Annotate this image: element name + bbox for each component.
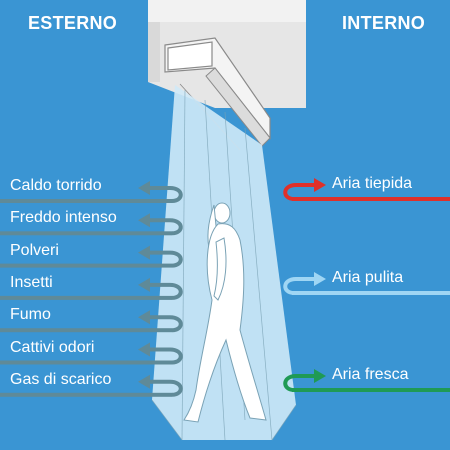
wall-edge <box>148 22 160 82</box>
blocked-arrow-6 <box>0 374 183 397</box>
retained-label-1: Aria pulita <box>332 269 404 286</box>
blocked-label-5: Cattivi odori <box>10 338 95 356</box>
blocked-label-6: Gas di scarico <box>10 370 112 388</box>
retained-arrows <box>283 178 450 392</box>
blocked-arrow-4 <box>0 310 183 333</box>
header-inside: INTERNO <box>342 13 426 33</box>
blocked-arrow-0 <box>0 181 183 203</box>
blocked-label-2: Polveri <box>10 241 59 259</box>
blocked-label-3: Insetti <box>10 273 53 291</box>
air-curtain-unit-icon <box>164 37 271 151</box>
retained-arrow-1 <box>283 272 450 295</box>
ceiling-slab <box>148 0 306 22</box>
walking-woman-icon <box>183 202 267 423</box>
blocked-arrows <box>0 181 183 397</box>
retained-arrow-0 <box>283 178 450 201</box>
retained-label-0: Aria tiepida <box>332 175 413 192</box>
blocked-label-1: Freddo intenso <box>10 209 117 227</box>
blocked-arrow-1 <box>0 213 183 236</box>
blocked-arrow-2 <box>0 245 183 268</box>
retained-arrow-2 <box>283 369 450 392</box>
blocked-label-0: Caldo torrido <box>10 177 102 194</box>
blocked-arrow-3 <box>0 277 183 300</box>
retained-label-2: Aria fresca <box>332 366 409 383</box>
header-outside: ESTERNO <box>28 13 118 33</box>
blocked-arrow-5 <box>0 342 183 365</box>
blocked-label-4: Fumo <box>10 306 51 324</box>
